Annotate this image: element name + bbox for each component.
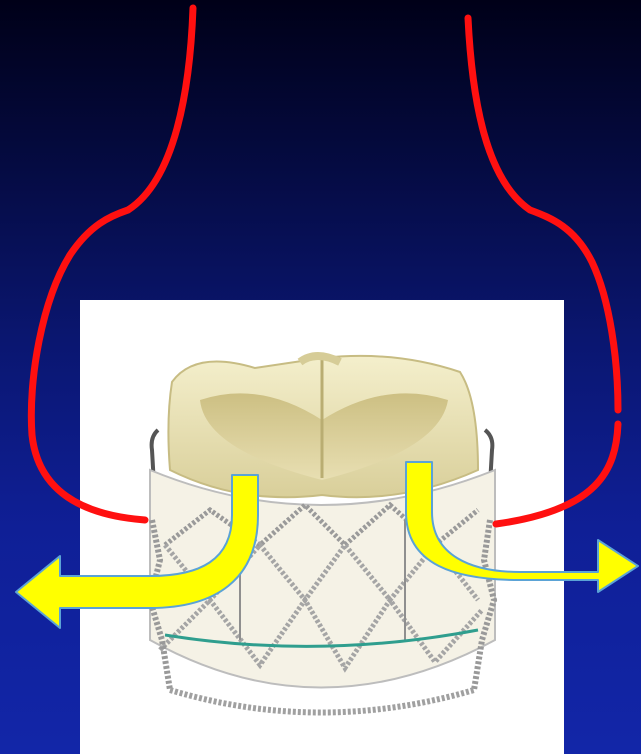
aortic-wall-right-lower: [496, 424, 618, 524]
aortic-wall-right-upper: [468, 18, 618, 410]
transcatheter-valve-image: [150, 356, 495, 713]
frame-bottom-crown: [170, 690, 474, 713]
